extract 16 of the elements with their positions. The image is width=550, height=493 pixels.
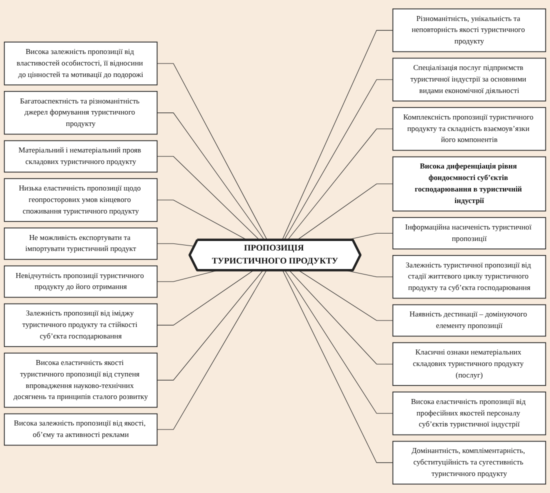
connector-line	[282, 270, 394, 463]
connector-line	[284, 270, 394, 414]
connector-line	[156, 270, 254, 326]
connector-line	[156, 112, 265, 240]
connector-line	[296, 184, 394, 240]
connector-line	[156, 270, 264, 380]
connector-line	[284, 79, 394, 240]
connector-line	[298, 270, 394, 321]
connector-line	[156, 270, 267, 430]
connector-line	[156, 63, 268, 240]
central-hexagon: ПРОПОЗИЦІЯ ТУРИСТИЧНОГО ПРОДУКТУ	[188, 238, 362, 272]
connector-line	[282, 30, 394, 240]
connector-line	[156, 243, 195, 247]
connector-line	[287, 128, 394, 240]
connector-line	[289, 270, 394, 364]
connector-line	[156, 156, 260, 240]
